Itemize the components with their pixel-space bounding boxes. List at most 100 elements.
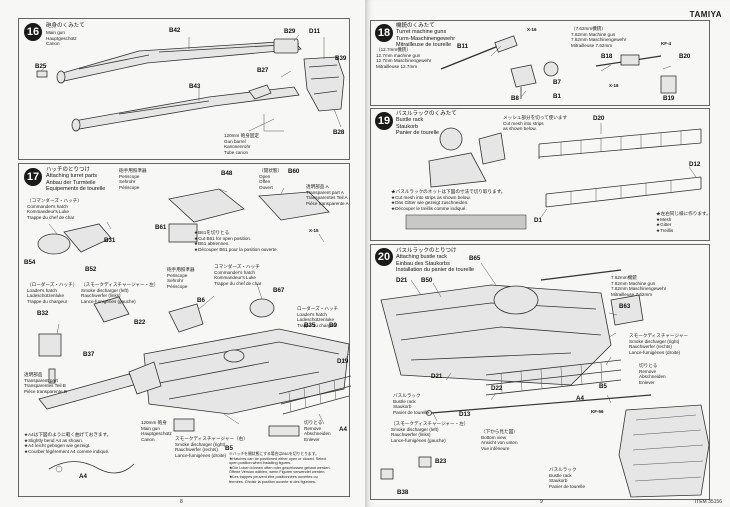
part-label: B54	[24, 259, 36, 266]
remove-note: 切りとる Remove Abschneiden Enlever	[639, 363, 666, 385]
step-number: 17	[24, 168, 42, 186]
part-label: B20	[679, 53, 691, 60]
brand-logo: TAMIYA	[689, 10, 722, 19]
part-label: B11	[457, 43, 469, 50]
main-gun-note: 120mm 砲身 Main gun Hauptgeschütz Canon	[141, 420, 172, 442]
part-label: D22	[491, 385, 503, 392]
loaders-hatch-note-2: ローダーズ・ハッチ Loader's hatch Ladeschützenluk…	[297, 306, 339, 328]
part-label: B25	[35, 63, 47, 70]
smoke-left-note: 〔スモークディスチャージャー・左〕 Smoke discharger (left…	[391, 421, 469, 443]
part-label: B37	[83, 351, 95, 358]
part-label: B7	[553, 79, 561, 86]
part-label: B52	[85, 266, 97, 273]
bustle-rack-attach-illustration	[380, 262, 710, 498]
part-label: D21	[396, 277, 408, 284]
part-label: D20	[593, 115, 605, 122]
periscope-note: 砲手用照準器 Periscope Sehrohr Périscope	[119, 168, 147, 190]
part-label: X-16	[609, 83, 619, 88]
main-gun-illustration	[36, 34, 345, 132]
mesh-note: メッシュ部分を切って使います Cut mesh into strips as s…	[503, 115, 568, 132]
part-label: D13	[459, 411, 471, 418]
remove-note: 切りとる Remove Abschneiden Enlever	[304, 420, 331, 442]
part-label: B39	[335, 55, 347, 62]
part-label: B29	[284, 28, 296, 35]
part-label: B9	[329, 322, 337, 329]
right-page: TAMIYA 18 機銃のくみたて Turret machine guns Tu…	[365, 0, 730, 507]
part-label: B67	[273, 287, 285, 294]
hatch-note: ※ハッチを開状態にする場合はB61を切りとります。 ★Hatches can b…	[229, 452, 331, 484]
transparent-note: 透明部品 A Transparent part A Transparentes …	[306, 184, 349, 206]
part-label: D21	[431, 373, 443, 380]
step-number: 20	[375, 248, 393, 266]
loaders-hatch-note: （ローダーズ・ハッチ） Loader's hatch Ladeschützenl…	[27, 282, 78, 304]
bustle-note: バスルラック Bustle rack Staukorb Panier de to…	[393, 393, 430, 415]
part-label: B22	[134, 319, 146, 326]
part-label: B19	[663, 95, 675, 102]
step-number: 19	[375, 112, 393, 130]
part-label: B43	[189, 83, 201, 90]
step-title-jp: 砲身のくみたて	[46, 23, 85, 29]
left-page: 16 砲身のくみたて Main gun Hauptgeschütz Canon …	[0, 0, 365, 507]
mesh-steps-note: ★バスルラックのネットは下図の寸法で切り取ります。 ★Cut mesh into…	[391, 189, 506, 211]
step17-panel: 17 ハッチのとりつけ Attaching turret parts Anbau…	[18, 163, 351, 497]
mg762-note: （7.62mm機銃） 7.62mm Machine gun 7.62mm Mas…	[571, 26, 627, 48]
part-label: B42	[169, 27, 181, 34]
smoke-left-note: （スモークディスチャージャー・左） Smoke discharger (left…	[81, 282, 159, 304]
part-label: D1	[534, 217, 542, 224]
bottom-view-note: 〈下から見た図〉 Bottom view Ansicht von unten V…	[481, 429, 518, 451]
commanders-hatch-note: （コマンダーズ・ハッチ） Commander's hatch Kommandeu…	[27, 198, 82, 220]
both-sides-note: ★左右同じ様に作ります。 ★Mesh ★Gitter ★Treillis	[656, 211, 711, 233]
part-label: KF-56	[591, 409, 604, 414]
part-label: A4	[79, 473, 87, 480]
part-label: B60	[288, 168, 300, 175]
part-label: A4	[576, 395, 584, 402]
part-label: X-15	[309, 228, 319, 233]
mg127-note: （12.7mm機銃） 12.7mm machine gun 12.7mm Mas…	[376, 47, 432, 69]
part-label: B32	[37, 310, 49, 317]
part-label: B63	[619, 303, 631, 310]
open-note: 〔開状態〕 Open Offen Ouvert	[259, 168, 282, 190]
step-title: 機銃のくみたて Turret machine guns Turm-Maschin…	[396, 23, 456, 49]
step16-panel: 16 砲身のくみたて Main gun Hauptgeschütz Canon …	[18, 18, 350, 160]
part-label: B18	[601, 53, 613, 60]
step-title: ハッチのとりつけ Attaching turret parts Anbau de…	[46, 167, 106, 193]
bustle2-note: バスルラック Bustle rack Staukorb Panier de to…	[549, 467, 586, 489]
part-label: B8	[511, 95, 519, 102]
cmd-hatch-note: コマンダーズ・ハッチ Commander's hatch Kommandeur'…	[214, 264, 262, 286]
step-title: バスルラックのくみたて Bustle rack Staukorb Panier …	[396, 111, 457, 137]
smoke-right-note: スモークディスチャージャー Smoke discharger (right) R…	[629, 333, 689, 355]
part-label: A4	[339, 426, 347, 433]
part-label: B31	[104, 237, 116, 244]
page-number-right: 9	[540, 499, 543, 505]
part-label: B48	[221, 170, 233, 177]
part-label: B61	[155, 224, 167, 231]
part-label: B5	[599, 383, 607, 390]
step18-panel: 18 機銃のくみたて Turret machine guns Turm-Masc…	[370, 20, 710, 106]
part-label: B50	[421, 277, 433, 284]
part-label: B1	[553, 93, 561, 100]
mg762-note: 7.62mm機銃 7.62mm Machine gun 7.62mm Masch…	[611, 275, 667, 297]
part-label: B23	[435, 458, 447, 465]
step19-panel: 19 バスルラックのくみたて Bustle rack Staukorb Pani…	[370, 108, 711, 241]
part-label: B5	[225, 445, 233, 452]
part-label: X-16	[527, 27, 537, 32]
cut-note: ★B61を切りとる ★Cut B61 for open position. ★B…	[194, 230, 278, 252]
bend-note: ★A4は下図のように軽く曲げておきます。 ★Slightly bend A4 a…	[24, 432, 112, 454]
bustle-rack-illustration	[405, 123, 702, 230]
part-label: D19	[337, 358, 349, 365]
gun-barrel-note: 120mm 砲身固定 Gun barrel Kanonenrohr Tube c…	[224, 133, 259, 155]
part-label: KF-4	[661, 41, 671, 46]
part-label: D11	[309, 28, 321, 35]
step-title: Main gun Hauptgeschütz Canon	[46, 30, 77, 47]
step-number: 18	[375, 24, 393, 42]
part-label: B65	[469, 255, 481, 262]
part-label: D12	[689, 161, 701, 168]
step-title: バスルラックのとりつけ Attaching bustle rack Einbau…	[396, 248, 474, 274]
step-number: 16	[24, 23, 42, 41]
step20-panel: 20 バスルラックのとりつけ Attaching bustle rack Ein…	[370, 244, 710, 500]
part-label: B38	[397, 489, 409, 496]
part-label: B6	[197, 297, 205, 304]
machine-gun-illustration	[440, 35, 677, 99]
smoke-right-note: スモークディスチャージャー（右） Smoke discharger (right…	[175, 436, 248, 458]
transparent-b-note: 透明部品 Transparent part Transparentes Teil…	[24, 372, 67, 394]
